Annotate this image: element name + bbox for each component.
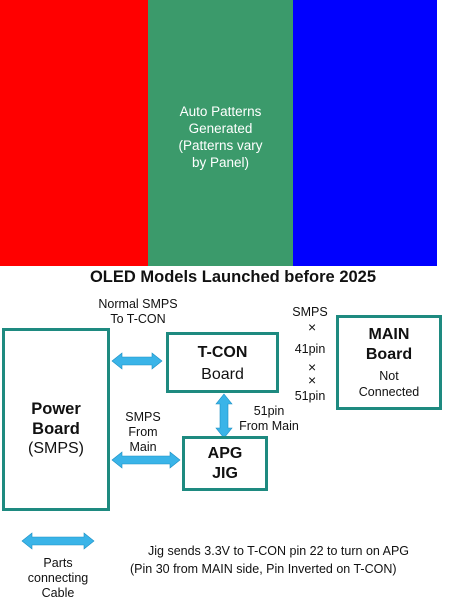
power-tcon-cable-arrow	[111, 352, 163, 370]
red-pattern-strip	[0, 0, 148, 266]
tcon-board-box: T-CON Board	[166, 332, 279, 393]
power-apg-cable-arrow	[111, 451, 181, 469]
x-mark-icon: ×	[308, 319, 317, 335]
pin51-from-main-label: 51pin From Main	[239, 404, 299, 433]
smps-label: SMPS	[292, 305, 328, 319]
normal-smps-label: Normal SMPS To T-CON	[98, 297, 178, 326]
apg-note: Jig sends 3.3V to T-CON pin 22 to turn o…	[130, 544, 410, 576]
pin51-label: 51pin	[294, 389, 326, 403]
power-board-box: Power Board (SMPS)	[2, 328, 110, 511]
legend-label: Parts connecting Cable	[27, 556, 89, 600]
smps-from-main-label: SMPS From Main	[125, 410, 161, 454]
diagram-title: OLED Models Launched before 2025	[89, 268, 377, 286]
apg-jig-box: APG JIG	[182, 436, 268, 491]
x-mark-icon: ×	[308, 372, 317, 388]
x-mark-icon: ×	[308, 359, 317, 375]
green-pattern-strip	[148, 0, 293, 266]
main-board-box: MAIN Board Not Connected	[336, 315, 442, 410]
blue-pattern-strip	[293, 0, 437, 266]
pin41-label: 41pin	[294, 342, 326, 356]
legend-cable-arrow	[21, 532, 95, 550]
auto-patterns-caption: Auto Patterns Generated (Patterns vary b…	[178, 104, 263, 170]
